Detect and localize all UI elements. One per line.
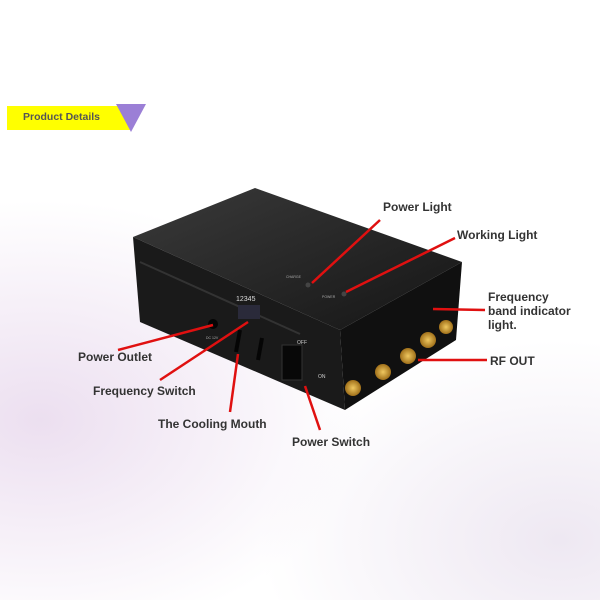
triangle-icon bbox=[116, 104, 146, 132]
power-led-label: POWER bbox=[322, 295, 336, 299]
device-body bbox=[133, 188, 462, 410]
dc-label: DC 12V bbox=[206, 336, 219, 340]
cooling-vents bbox=[234, 329, 264, 361]
arrow-power-outlet bbox=[117, 323, 214, 352]
off-label: OFF bbox=[297, 340, 307, 346]
label-power-switch: Power Switch bbox=[292, 435, 371, 449]
power-switch-rocker bbox=[281, 344, 303, 381]
dip-switch bbox=[238, 305, 260, 319]
on-label: ON bbox=[318, 374, 326, 380]
label-line: light. bbox=[488, 318, 517, 332]
arrow-power-switch bbox=[303, 385, 322, 431]
arrow-cooling-mouth bbox=[228, 353, 240, 413]
arrow-frequency-band bbox=[432, 307, 486, 312]
rf-connector bbox=[400, 348, 416, 364]
power-led bbox=[305, 282, 311, 288]
rf-connector bbox=[439, 320, 453, 334]
label-working-light: Working Light bbox=[457, 228, 538, 242]
dip-numbers: 12345 bbox=[236, 296, 256, 303]
arrow-power-light bbox=[311, 219, 381, 284]
label-frequency-band-indicator: Frequency band indicator light. bbox=[488, 290, 571, 332]
rf-connector bbox=[420, 332, 436, 348]
label-rf-out: RF OUT bbox=[490, 354, 535, 368]
working-led bbox=[341, 291, 347, 297]
label-frequency-switch: Frequency Switch bbox=[93, 384, 196, 398]
label-power-outlet: Power Outlet bbox=[78, 350, 153, 364]
badge-label: Product Details bbox=[23, 111, 101, 123]
arrow-frequency-switch bbox=[159, 320, 249, 382]
rf-connector bbox=[375, 364, 391, 380]
label-line: band indicator bbox=[488, 304, 571, 318]
callout-arrows bbox=[117, 219, 487, 431]
charge-label: CHARGE bbox=[286, 275, 302, 279]
label-power-light: Power Light bbox=[383, 200, 452, 214]
arrow-working-light bbox=[345, 236, 456, 294]
power-outlet-port bbox=[208, 319, 218, 329]
label-line: Frequency bbox=[488, 290, 549, 304]
product-details-badge: Product Details bbox=[7, 106, 130, 130]
label-cooling-mouth: The Cooling Mouth bbox=[158, 417, 267, 431]
rf-connectors bbox=[345, 320, 453, 396]
rf-connector bbox=[345, 380, 361, 396]
